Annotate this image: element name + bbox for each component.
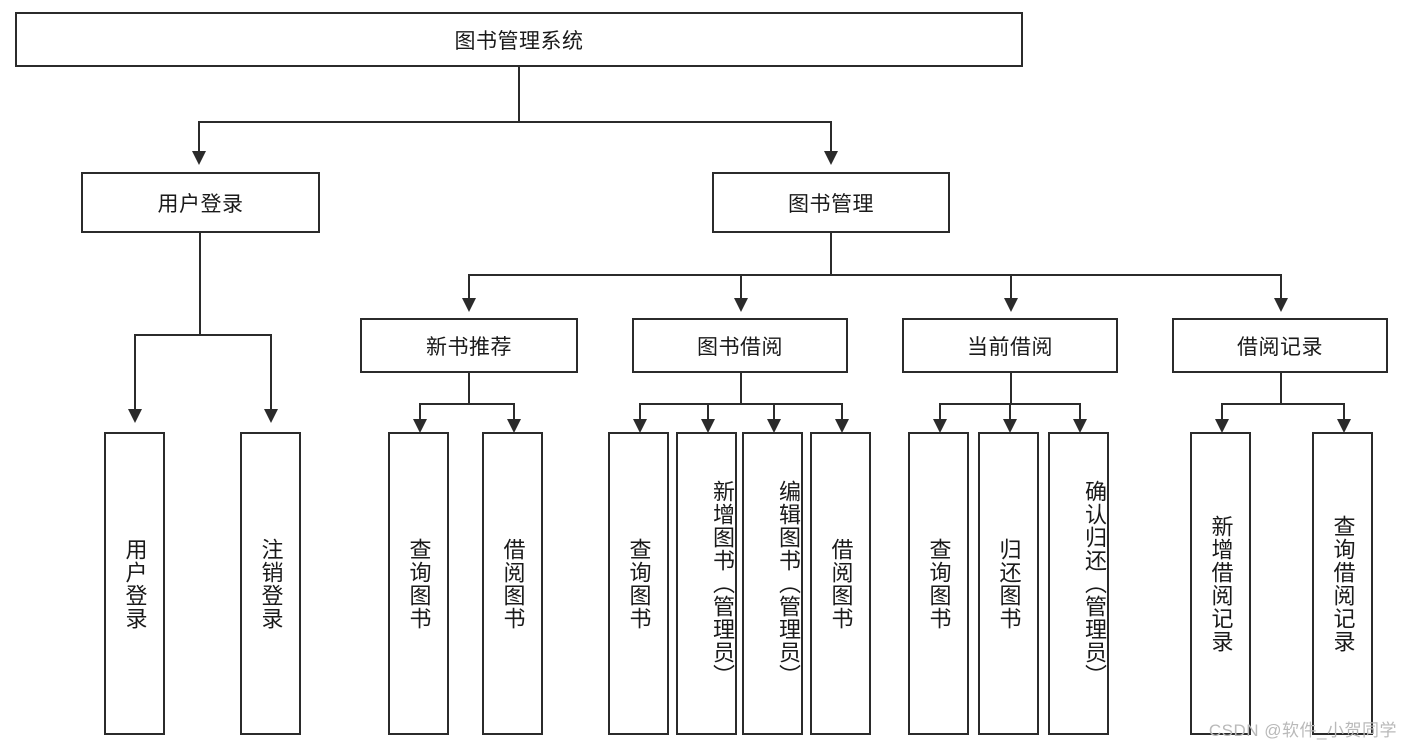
arrow-to-book-borrow	[734, 298, 748, 312]
node-label: 新书推荐	[426, 335, 512, 359]
node-label: 注销登录	[258, 537, 284, 630]
leaf-borrow-book-1[interactable]: 借阅图书	[482, 432, 543, 735]
arrow-to-borrow-book-1	[507, 419, 521, 433]
arrow-to-borrow-book-2	[835, 419, 849, 433]
node-book-borrow[interactable]: 图书借阅	[632, 318, 848, 373]
arrow-to-query-book-2	[633, 419, 647, 433]
edge-login-bar	[134, 334, 272, 336]
arrow-to-return-book	[1003, 419, 1017, 433]
edge-newbook-stem	[468, 373, 470, 404]
edge-bookborrow-bar	[639, 403, 842, 405]
leaf-query-book-1[interactable]: 查询图书	[388, 432, 449, 735]
node-book-management[interactable]: 图书管理	[712, 172, 950, 233]
edge-login-stem	[199, 233, 201, 335]
edge-newbook-c2	[513, 403, 515, 419]
arrow-to-edit-book	[767, 419, 781, 433]
edge-currentborrow-stem	[1010, 373, 1012, 404]
node-new-book-recommend[interactable]: 新书推荐	[360, 318, 578, 373]
arrow-to-query-borrow-record	[1337, 419, 1351, 433]
node-label: 归还图书	[996, 537, 1022, 630]
node-borrow-record[interactable]: 借阅记录	[1172, 318, 1388, 373]
leaf-user-login[interactable]: 用户登录	[104, 432, 165, 735]
edge-currentborrow-c1	[939, 403, 941, 419]
edge-root-to-bookmgmt	[830, 121, 832, 151]
node-label: 用户登录	[122, 537, 148, 630]
leaf-logout[interactable]: 注销登录	[240, 432, 301, 735]
edge-bookmgmt-to-current	[1010, 274, 1012, 298]
edge-newbook-bar	[419, 403, 514, 405]
edge-bookmgmt-to-borrow	[740, 274, 742, 298]
edge-currentborrow-c3	[1079, 403, 1081, 419]
leaf-query-borrow-record[interactable]: 查询借阅记录	[1312, 432, 1373, 735]
edge-login-to-leaf1	[134, 334, 136, 409]
node-label: 新增借阅记录	[1208, 514, 1234, 653]
node-label: 图书管理	[788, 192, 874, 216]
edge-root-stem	[518, 67, 520, 122]
node-label: 新增图书（管理员）	[710, 480, 735, 687]
edge-bookmgmt-stem	[830, 233, 832, 275]
node-user-login[interactable]: 用户登录	[81, 172, 320, 233]
node-label: 用户登录	[157, 192, 244, 216]
arrow-to-current-borrow	[1004, 298, 1018, 312]
arrow-to-query-book-3	[933, 419, 947, 433]
edge-borrowrecord-c1	[1221, 403, 1223, 419]
edge-login-to-leaf2	[270, 334, 272, 409]
node-label: 编辑图书（管理员）	[776, 480, 801, 687]
leaf-query-book-3[interactable]: 查询图书	[908, 432, 969, 735]
arrow-to-new-book-rec	[462, 298, 476, 312]
edge-bookmgmt-to-newbook	[468, 274, 470, 298]
node-label: 图书借阅	[697, 335, 783, 359]
node-root-system[interactable]: 图书管理系统	[15, 12, 1023, 67]
arrow-to-book-management	[824, 151, 838, 165]
edge-currentborrow-c2	[1009, 403, 1011, 419]
arrow-to-add-book	[701, 419, 715, 433]
node-label: 查询图书	[406, 537, 432, 630]
edge-bookmgmt-to-record	[1280, 274, 1282, 298]
node-label: 当前借阅	[967, 335, 1053, 359]
leaf-edit-book-admin[interactable]: 编辑图书（管理员）	[742, 432, 803, 735]
edge-bookborrow-c4	[841, 403, 843, 419]
arrow-to-user-login	[192, 151, 206, 165]
arrow-to-confirm-return	[1073, 419, 1087, 433]
node-label: 查询借阅记录	[1330, 514, 1356, 653]
edge-root-to-login	[198, 121, 200, 151]
edge-bookborrow-stem	[740, 373, 742, 404]
leaf-confirm-return-admin[interactable]: 确认归还（管理员）	[1048, 432, 1109, 735]
node-label: 图书管理系统	[454, 29, 584, 53]
arrow-to-borrow-record	[1274, 298, 1288, 312]
edge-borrowrecord-stem	[1280, 373, 1282, 404]
node-label: 查询图书	[926, 537, 952, 630]
leaf-add-book-admin[interactable]: 新增图书（管理员）	[676, 432, 737, 735]
arrow-to-add-borrow-record	[1215, 419, 1229, 433]
arrow-to-query-book-1	[413, 419, 427, 433]
edge-bookborrow-c2	[707, 403, 709, 419]
node-current-borrow[interactable]: 当前借阅	[902, 318, 1118, 373]
edge-bookmgmt-bar	[468, 274, 1280, 276]
edge-newbook-c1	[419, 403, 421, 419]
leaf-query-book-2[interactable]: 查询图书	[608, 432, 669, 735]
leaf-add-borrow-record[interactable]: 新增借阅记录	[1190, 432, 1251, 735]
node-label: 查询图书	[626, 537, 652, 630]
node-label: 借阅记录	[1237, 335, 1323, 359]
edge-borrowrecord-bar	[1221, 403, 1345, 405]
node-label: 确认归还（管理员）	[1082, 480, 1107, 687]
node-label: 借阅图书	[500, 537, 526, 630]
arrow-to-user-login-leaf	[128, 409, 142, 423]
node-label: 借阅图书	[828, 537, 854, 630]
arrow-to-logout-leaf	[264, 409, 278, 423]
leaf-return-book[interactable]: 归还图书	[978, 432, 1039, 735]
edge-borrowrecord-c2	[1343, 403, 1345, 419]
edge-bookborrow-c1	[639, 403, 641, 419]
edge-bookborrow-c3	[773, 403, 775, 419]
leaf-borrow-book-2[interactable]: 借阅图书	[810, 432, 871, 735]
edge-root-bar	[198, 121, 832, 123]
